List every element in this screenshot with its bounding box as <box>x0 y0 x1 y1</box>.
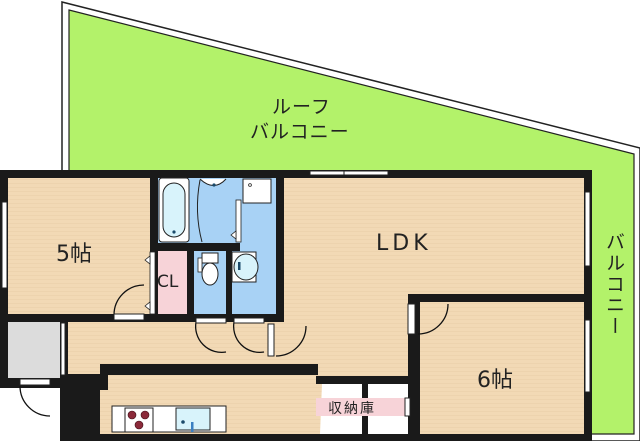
sink-icon <box>231 251 259 283</box>
basin-icon <box>196 178 227 243</box>
storage-label: 収納庫 <box>328 401 376 417</box>
entrance <box>8 322 60 378</box>
bathtub-icon <box>158 177 190 243</box>
washing-machine-icon <box>242 178 272 204</box>
closet-doors <box>144 199 242 315</box>
closet <box>155 251 187 314</box>
balcony-label: バルコニー <box>603 232 625 337</box>
windows <box>1 170 591 417</box>
closet-label: CL <box>157 272 179 292</box>
roof-balcony-label-2: バルコニー <box>250 121 350 143</box>
apartment-walls <box>0 170 592 441</box>
room-6jo-label: 6帖 <box>477 368 513 393</box>
stove-icon <box>127 410 150 430</box>
ldk-label: LDK <box>376 231 432 256</box>
toilet-icon <box>197 252 219 286</box>
kitchen-counter <box>111 405 227 433</box>
door-swings <box>19 284 449 417</box>
storage-label-band <box>316 398 408 416</box>
roof-balcony-label-1: ルーフ <box>272 96 331 118</box>
room-5jo-label: 5帖 <box>56 242 92 267</box>
room-6jo <box>420 302 584 434</box>
